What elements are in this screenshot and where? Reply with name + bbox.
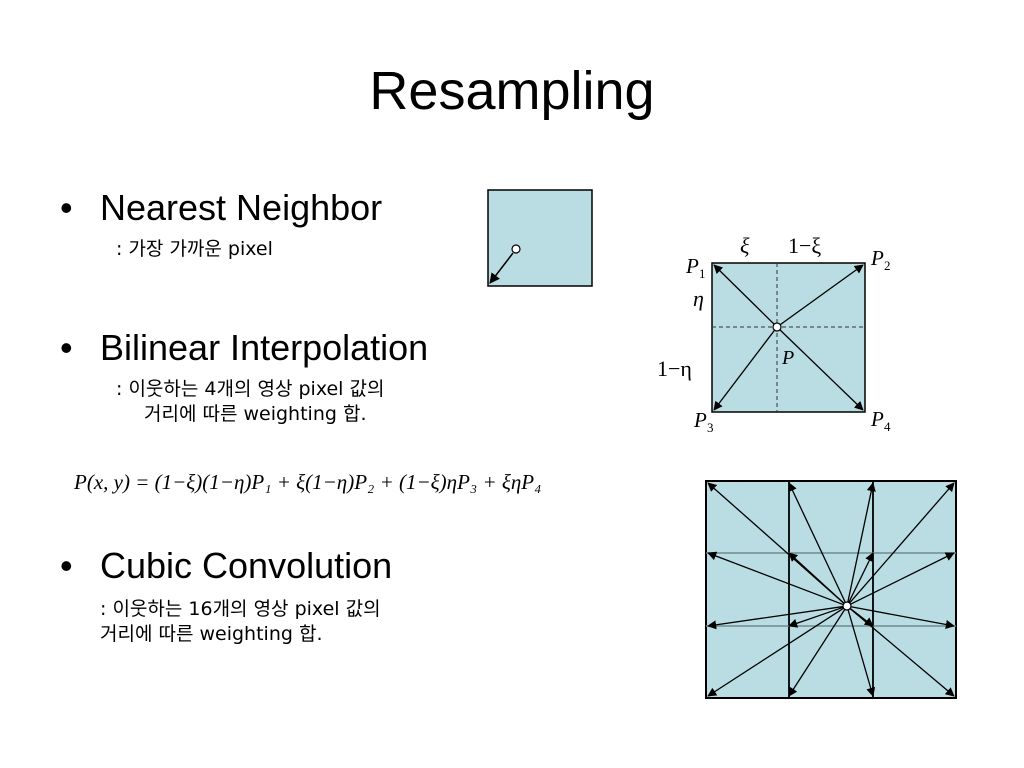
label-p1: P <box>685 254 699 278</box>
bullet-bilinear: • Bilinear Interpolation <box>60 330 428 366</box>
cubic-arrow-8 <box>850 552 955 605</box>
cubic-arrow-14 <box>788 609 846 697</box>
cubic-heading: Cubic Convolution <box>100 545 393 586</box>
nearest-neighbor-diagram <box>487 189 593 287</box>
cubic-arrow-5 <box>707 551 844 606</box>
cubic-arrow-15 <box>847 609 876 697</box>
cubic-arrow-3 <box>847 482 876 603</box>
bullet-marker: • <box>60 327 73 368</box>
formula-text: P(x, y) = (1−ξ)(1−η)P₁ + ξ(1−η)P₂ + (1−ξ… <box>74 470 542 494</box>
bilinear-sample-point <box>772 322 782 332</box>
cubic-arrow-2 <box>788 482 846 603</box>
nn-sample-point <box>511 244 521 254</box>
cubic-arrow-7 <box>848 552 874 603</box>
nearest-neighbor-heading: Nearest Neighbor <box>100 187 383 228</box>
label-p2-sub: 2 <box>884 258 891 273</box>
cubic-arrow-6 <box>788 552 845 604</box>
arrow-to-p2 <box>776 264 864 328</box>
bilinear-formula: P(x, y) = (1−ξ)(1−η)P₁ + ξ(1−η)P₂ + (1−ξ… <box>74 470 541 495</box>
label-one-minus-xi: 1−ξ <box>788 233 821 258</box>
label-p3: P <box>693 408 707 432</box>
cubic-arrow-12 <box>850 606 955 629</box>
bullet-cubic: • Cubic Convolution <box>60 548 392 584</box>
arrow-to-p1 <box>713 264 778 328</box>
cubic-arrow-4 <box>849 482 955 604</box>
bullet-marker: • <box>60 187 73 228</box>
cubic-arrow-10 <box>788 606 844 628</box>
bilinear-desc-line2: 거리에 따른 weighting 합. <box>144 403 367 425</box>
cubic-diagram <box>705 480 957 699</box>
cubic-arrow-9 <box>707 605 844 630</box>
slide-title: Resampling <box>369 61 655 121</box>
cubic-arrow-13 <box>707 607 844 697</box>
bilinear-diagram: ξ 1−ξ η 1−η P 1 P 2 P 3 P 4 P <box>657 233 891 435</box>
label-p4-sub: 4 <box>884 419 891 434</box>
bilinear-desc-line1: : 이웃하는 4개의 영상 pixel 값의 <box>116 378 385 400</box>
cubic-arrows <box>707 482 955 697</box>
bullet-nearest-neighbor: • Nearest Neighbor <box>60 190 382 226</box>
cubic-sample-point <box>842 601 852 611</box>
label-p2: P <box>870 246 884 270</box>
cubic-desc-line1: : 이웃하는 16개의 영상 pixel 값의 <box>100 598 381 620</box>
label-one-minus-eta: 1−η <box>657 356 692 381</box>
arrow-to-p4 <box>776 326 864 411</box>
label-xi: ξ <box>740 233 750 258</box>
arrow-to-p3 <box>713 326 778 411</box>
cubic-arrow-16 <box>849 608 955 697</box>
bilinear-heading: Bilinear Interpolation <box>100 327 429 368</box>
label-p3-sub: 3 <box>707 420 714 435</box>
bullet-marker: • <box>60 545 73 586</box>
label-eta: η <box>693 286 704 311</box>
cubic-desc-line2: 거리에 따른 weighting 합. <box>100 623 323 645</box>
nn-cell <box>487 189 593 287</box>
label-p1-sub: 1 <box>699 266 706 281</box>
label-p4: P <box>870 407 884 431</box>
label-p: P <box>781 347 794 369</box>
nearest-neighbor-desc: : 가장 가까운 pixel <box>116 238 273 260</box>
nn-arrow <box>489 252 514 284</box>
